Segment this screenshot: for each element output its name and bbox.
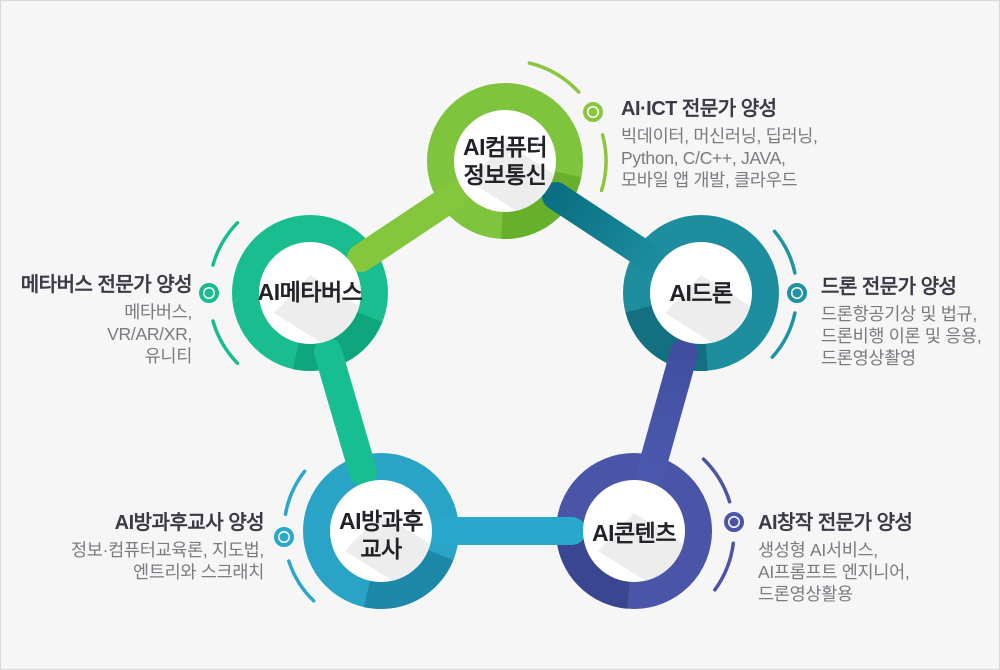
computer-annotation-line3: 모바일 앱 개발, 클라우드 (621, 170, 798, 190)
afterschool-annotation-line1: 정보·컴퓨터교육론, 지도법, (70, 540, 264, 560)
afterschool-node-label-line2: 교사 (360, 536, 402, 562)
afterschool-annotation-title: AI방과후교사 양성 (114, 512, 265, 534)
computer-node-label: AI컴퓨터 정보통신 (415, 133, 595, 189)
afterschool-annotation-line2: 엔트리와 스크래치 (133, 562, 264, 582)
computer-annotation-title: AI·ICT 전문가 양성 (621, 98, 777, 120)
content-annotation-body: 생성형 AI서비스, AI프롬프트 엔지니어, 드론영상활용 (758, 539, 912, 605)
metaverse-annotation-line3: 유니티 (144, 346, 193, 366)
metaverse-annotation-marker-icon (199, 283, 219, 303)
afterschool-node-label-line1: AI방과후 (339, 508, 423, 534)
content-label-shadow (598, 513, 685, 582)
drone-annotation-title: 드론 전문가 양성 (821, 276, 957, 298)
content-annotation: AI창작 전문가 양성 생성형 AI서비스, AI프롬프트 엔지니어, 드론영상… (758, 511, 913, 605)
drone-annotation-line2: 드론비행 이론 및 응용, (821, 326, 982, 346)
drone-annotation-line1: 드론항공기상 및 법규, (821, 304, 977, 324)
computer-annotation-arc (527, 61, 608, 193)
afterschool-annotation-marker-icon (274, 527, 294, 547)
connector-metaverse-computer (347, 182, 468, 272)
drone-annotation-body: 드론항공기상 및 법규, 드론비행 이론 및 응용, 드론영상촬영 (821, 303, 982, 369)
connector-computer-drone (542, 182, 664, 272)
computer-annotation-line1: 빅데이터, 머신러닝, 딥러닝, (621, 126, 818, 146)
drone-annotation-line3: 드론영상촬영 (821, 348, 916, 368)
afterschool-node-label: AI방과후 교사 (291, 507, 471, 563)
metaverse-label-shadow (274, 275, 361, 344)
connector-drone-content (637, 339, 698, 485)
metaverse-node-label-line1: AI메타버스 (257, 279, 363, 305)
metaverse-ring-shade (232, 215, 388, 371)
drone-ring-shade (623, 215, 779, 371)
drone-node-label: AI드론 (611, 279, 791, 307)
computer-ring-shade (427, 83, 583, 239)
computer-annotation-line2: Python, C/C++, JAVA, (621, 148, 786, 168)
computer-node-label-line1: AI컴퓨터 (463, 134, 547, 160)
afterschool-annotation-arc (283, 469, 316, 603)
drone-annotation-arc (770, 229, 797, 359)
content-annotation-marker-icon (724, 512, 744, 532)
content-ring-shade (556, 453, 712, 609)
afterschool-ring-shade (303, 453, 459, 609)
drone-label-shadow (665, 275, 752, 344)
metaverse-annotation-body: 메타버스, VR/AR/XR, 유니티 (21, 301, 192, 367)
content-annotation-arc (701, 457, 736, 592)
drone-annotation: 드론 전문가 양성 드론항공기상 및 법규, 드론비행 이론 및 응용, 드론영… (821, 275, 982, 369)
afterschool-annotation: AI방과후교사 양성 정보·컴퓨터교육론, 지도법, 엔트리와 스크래치 (71, 511, 265, 583)
computer-annotation-body: 빅데이터, 머신러닝, 딥러닝, Python, C/C++, JAVA, 모바… (621, 125, 818, 191)
drone-annotation-marker-icon (787, 283, 807, 303)
content-annotation-title: AI창작 전문가 양성 (758, 512, 913, 534)
metaverse-annotation-line1: 메타버스, (124, 302, 192, 322)
content-annotation-line3: 드론영상활용 (758, 584, 853, 604)
computer-label-shadow (469, 143, 556, 212)
drone-node-label-line1: AI드론 (669, 280, 733, 306)
computer-node-label-line2: 정보통신 (463, 162, 547, 188)
metaverse-annotation-title: 메타버스 전문가 양성 (20, 274, 193, 296)
computer-annotation: AI·ICT 전문가 양성 빅데이터, 머신러닝, 딥러닝, Python, C… (621, 97, 818, 191)
connector-afterschool-metaverse (314, 338, 377, 486)
metaverse-annotation: 메타버스 전문가 양성 메타버스, VR/AR/XR, 유니티 (20, 273, 193, 367)
afterschool-label-shadow (345, 513, 432, 582)
metaverse-annotation-arc (211, 221, 240, 365)
metaverse-node-label: AI메타버스 (220, 278, 400, 306)
metaverse-annotation-line2: VR/AR/XR, (107, 324, 192, 344)
afterschool-annotation-body: 정보·컴퓨터교육론, 지도법, 엔트리와 스크래치 (71, 539, 264, 583)
content-annotation-line1: 생성형 AI서비스, (758, 540, 878, 560)
computer-annotation-marker-icon (583, 102, 603, 122)
content-annotation-line2: AI프롬프트 엔지니어, (758, 562, 910, 582)
content-node-label: AI콘텐츠 (544, 519, 724, 547)
content-node-label-line1: AI콘텐츠 (592, 520, 676, 546)
